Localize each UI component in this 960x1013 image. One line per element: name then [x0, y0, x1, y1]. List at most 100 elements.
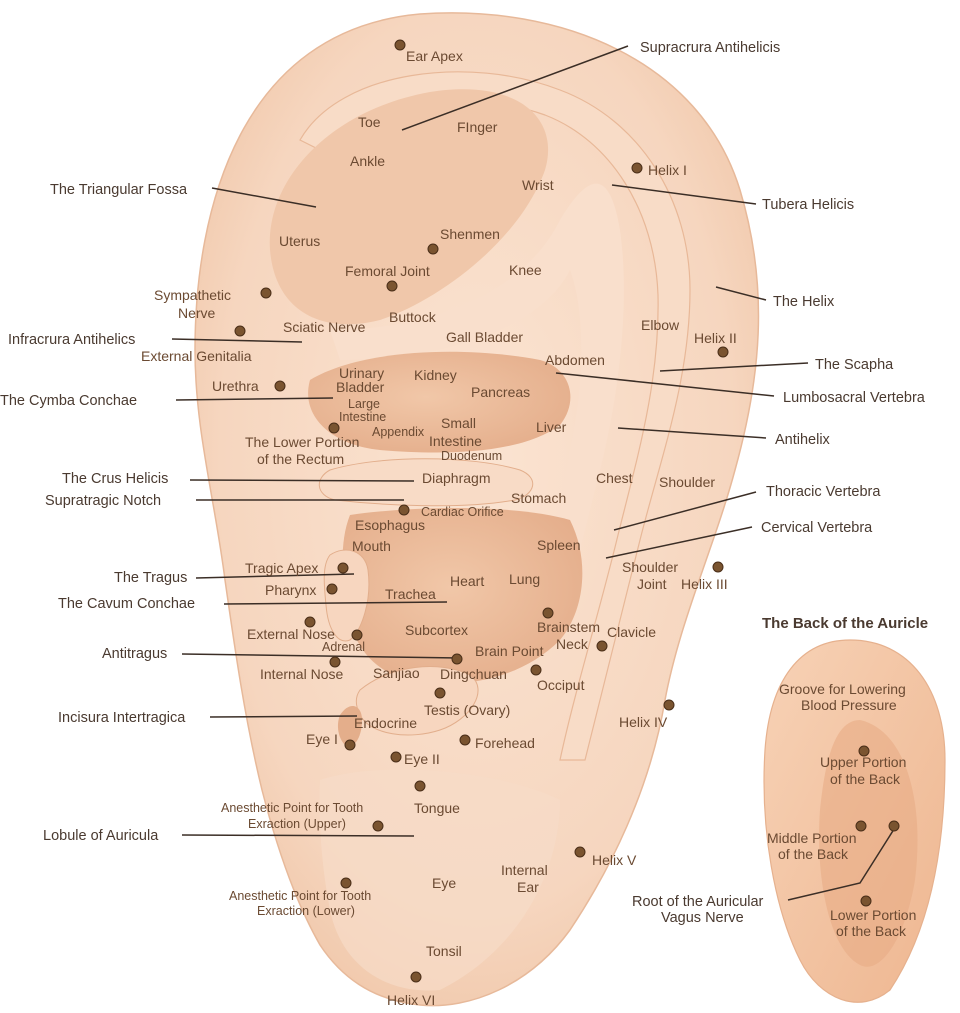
label-heart: Heart — [450, 573, 484, 589]
dot-rectum[interactable] — [328, 422, 340, 434]
label-dingchuan: Dingchuan — [440, 666, 507, 682]
label-crus-helicis: The Crus Helicis — [62, 471, 168, 487]
label-internal-ear-1: Internal — [501, 862, 548, 878]
label-back-lower-2: of the Back — [836, 923, 907, 939]
dot-helix-4[interactable] — [663, 699, 675, 711]
dot-ear-apex[interactable] — [394, 39, 406, 51]
label-infracrura-antihelics: Infracrura Antihelics — [8, 332, 135, 348]
label-testis: Testis (Ovary) — [424, 702, 510, 718]
triangular-fossa-shape — [269, 89, 549, 325]
label-duodenum: Duodenum — [441, 449, 502, 463]
dot-brainstem[interactable] — [542, 607, 554, 619]
dot-sympathetic-nerve[interactable] — [260, 287, 272, 299]
dot-brain-point[interactable] — [451, 653, 463, 665]
label-cymba-conchae: The Cymba Conchae — [0, 393, 137, 409]
dot-helix-5[interactable] — [574, 846, 586, 858]
label-adrenal: Adrenal — [322, 640, 365, 654]
back-ear-ridge — [819, 720, 918, 967]
label-mouth: Mouth — [352, 538, 391, 554]
label-groove-1: Groove for Lowering — [779, 681, 906, 697]
dot-internal-nose[interactable] — [329, 656, 341, 668]
label-urinary-bladder-1: Urinary — [339, 365, 384, 381]
dot-forehead[interactable] — [459, 734, 471, 746]
label-trachea: Trachea — [385, 586, 436, 602]
label-chest: Chest — [596, 470, 633, 486]
label-supracrura-antihelicis: Supracrura Antihelicis — [640, 40, 780, 56]
label-helix-1: Helix I — [648, 162, 687, 178]
label-groove-2: Blood Pressure — [801, 697, 897, 713]
cymba-conchae-shape — [308, 351, 571, 453]
dot-pharynx[interactable] — [326, 583, 338, 595]
label-triangular-fossa: The Triangular Fossa — [50, 182, 188, 198]
label-subcortex: Subcortex — [405, 622, 468, 638]
antihelix-ridge — [330, 183, 624, 630]
dot-tooth-lower[interactable] — [340, 877, 352, 889]
helix-rim — [299, 71, 691, 761]
label-knee: Knee — [509, 262, 542, 278]
dot-back-middle[interactable] — [855, 820, 867, 832]
label-antihelix: Antihelix — [775, 432, 831, 448]
dot-helix-6[interactable] — [410, 971, 422, 983]
label-stomach: Stomach — [511, 490, 566, 506]
dot-external-nose[interactable] — [304, 616, 316, 628]
dot-urethra[interactable] — [274, 380, 286, 392]
label-tongue: Tongue — [414, 800, 460, 816]
label-incisura-intertragica: Incisura Intertragica — [58, 710, 186, 726]
label-antitragus: Antitragus — [102, 646, 167, 662]
label-endocrine: Endocrine — [354, 715, 417, 731]
label-liver: Liver — [536, 419, 567, 435]
label-large-intestine-2: Intestine — [339, 410, 386, 424]
label-helix-6: Helix VI — [387, 992, 435, 1008]
dot-eye-2[interactable] — [390, 751, 402, 763]
dot-helix-1[interactable] — [631, 162, 643, 174]
label-helix-5: Helix V — [592, 852, 637, 868]
dot-occiput[interactable] — [530, 664, 542, 676]
dot-external-genitalia[interactable] — [234, 325, 246, 337]
label-shoulder-joint-2: Joint — [637, 576, 667, 592]
label-small-intestine-1: Small — [441, 415, 476, 431]
label-small-intestine-2: Intestine — [429, 433, 482, 449]
region-labels: Supracrura Antihelicis The Triangular Fo… — [0, 40, 926, 844]
label-shenmen: Shenmen — [440, 226, 500, 242]
label-eye-1: Eye I — [306, 731, 338, 747]
label-femoral-joint: Femoral Joint — [345, 263, 430, 279]
dot-femoral-joint[interactable] — [386, 280, 398, 292]
tragus-shape — [323, 549, 370, 642]
label-tooth-upper-1: Anesthetic Point for Tooth — [221, 801, 363, 815]
label-cavum-conchae: The Cavum Conchae — [58, 596, 195, 612]
dot-shenmen[interactable] — [427, 243, 439, 255]
label-tooth-lower-2: Exraction (Lower) — [257, 904, 355, 918]
dot-adrenal[interactable] — [351, 629, 363, 641]
dot-helix-3[interactable] — [712, 561, 724, 573]
dot-helix-2[interactable] — [717, 346, 729, 358]
auricle-back — [763, 639, 946, 1003]
label-sympathetic-nerve-1: Sympathetic — [154, 287, 231, 303]
label-internal-ear-2: Ear — [517, 879, 539, 895]
dot-neck[interactable] — [596, 640, 608, 652]
dot-cardiac-orifice[interactable] — [398, 504, 410, 516]
label-ankle: Ankle — [350, 153, 385, 169]
dot-back-upper[interactable] — [858, 745, 870, 757]
label-shoulder: Shoulder — [659, 474, 715, 490]
label-large-intestine-1: Large — [348, 397, 380, 411]
dot-back-vagus[interactable] — [888, 820, 900, 832]
label-back-middle-2: of the Back — [778, 846, 849, 862]
dot-tooth-upper[interactable] — [372, 820, 384, 832]
label-eye-2: Eye II — [404, 751, 440, 767]
label-kidney: Kidney — [414, 367, 457, 383]
dot-tongue[interactable] — [414, 780, 426, 792]
dot-eye-1[interactable] — [344, 739, 356, 751]
back-labels: The Back of the Auricle Groove for Lower… — [632, 615, 928, 939]
dot-testis[interactable] — [434, 687, 446, 699]
dot-tragic-apex[interactable] — [337, 562, 349, 574]
label-clavicle: Clavicle — [607, 624, 656, 640]
label-internal-nose: Internal Nose — [260, 666, 343, 682]
label-urinary-bladder-2: Bladder — [336, 379, 385, 395]
label-neck: Neck — [556, 636, 589, 652]
label-rectum-2: of the Rectum — [257, 451, 344, 467]
label-lumbosacral-vertebra: Lumbosacral Vertebra — [783, 390, 926, 406]
label-forehead: Forehead — [475, 735, 535, 751]
label-brain-point: Brain Point — [475, 643, 544, 659]
dot-back-lower[interactable] — [860, 895, 872, 907]
label-brainstem: Brainstem — [537, 619, 600, 635]
